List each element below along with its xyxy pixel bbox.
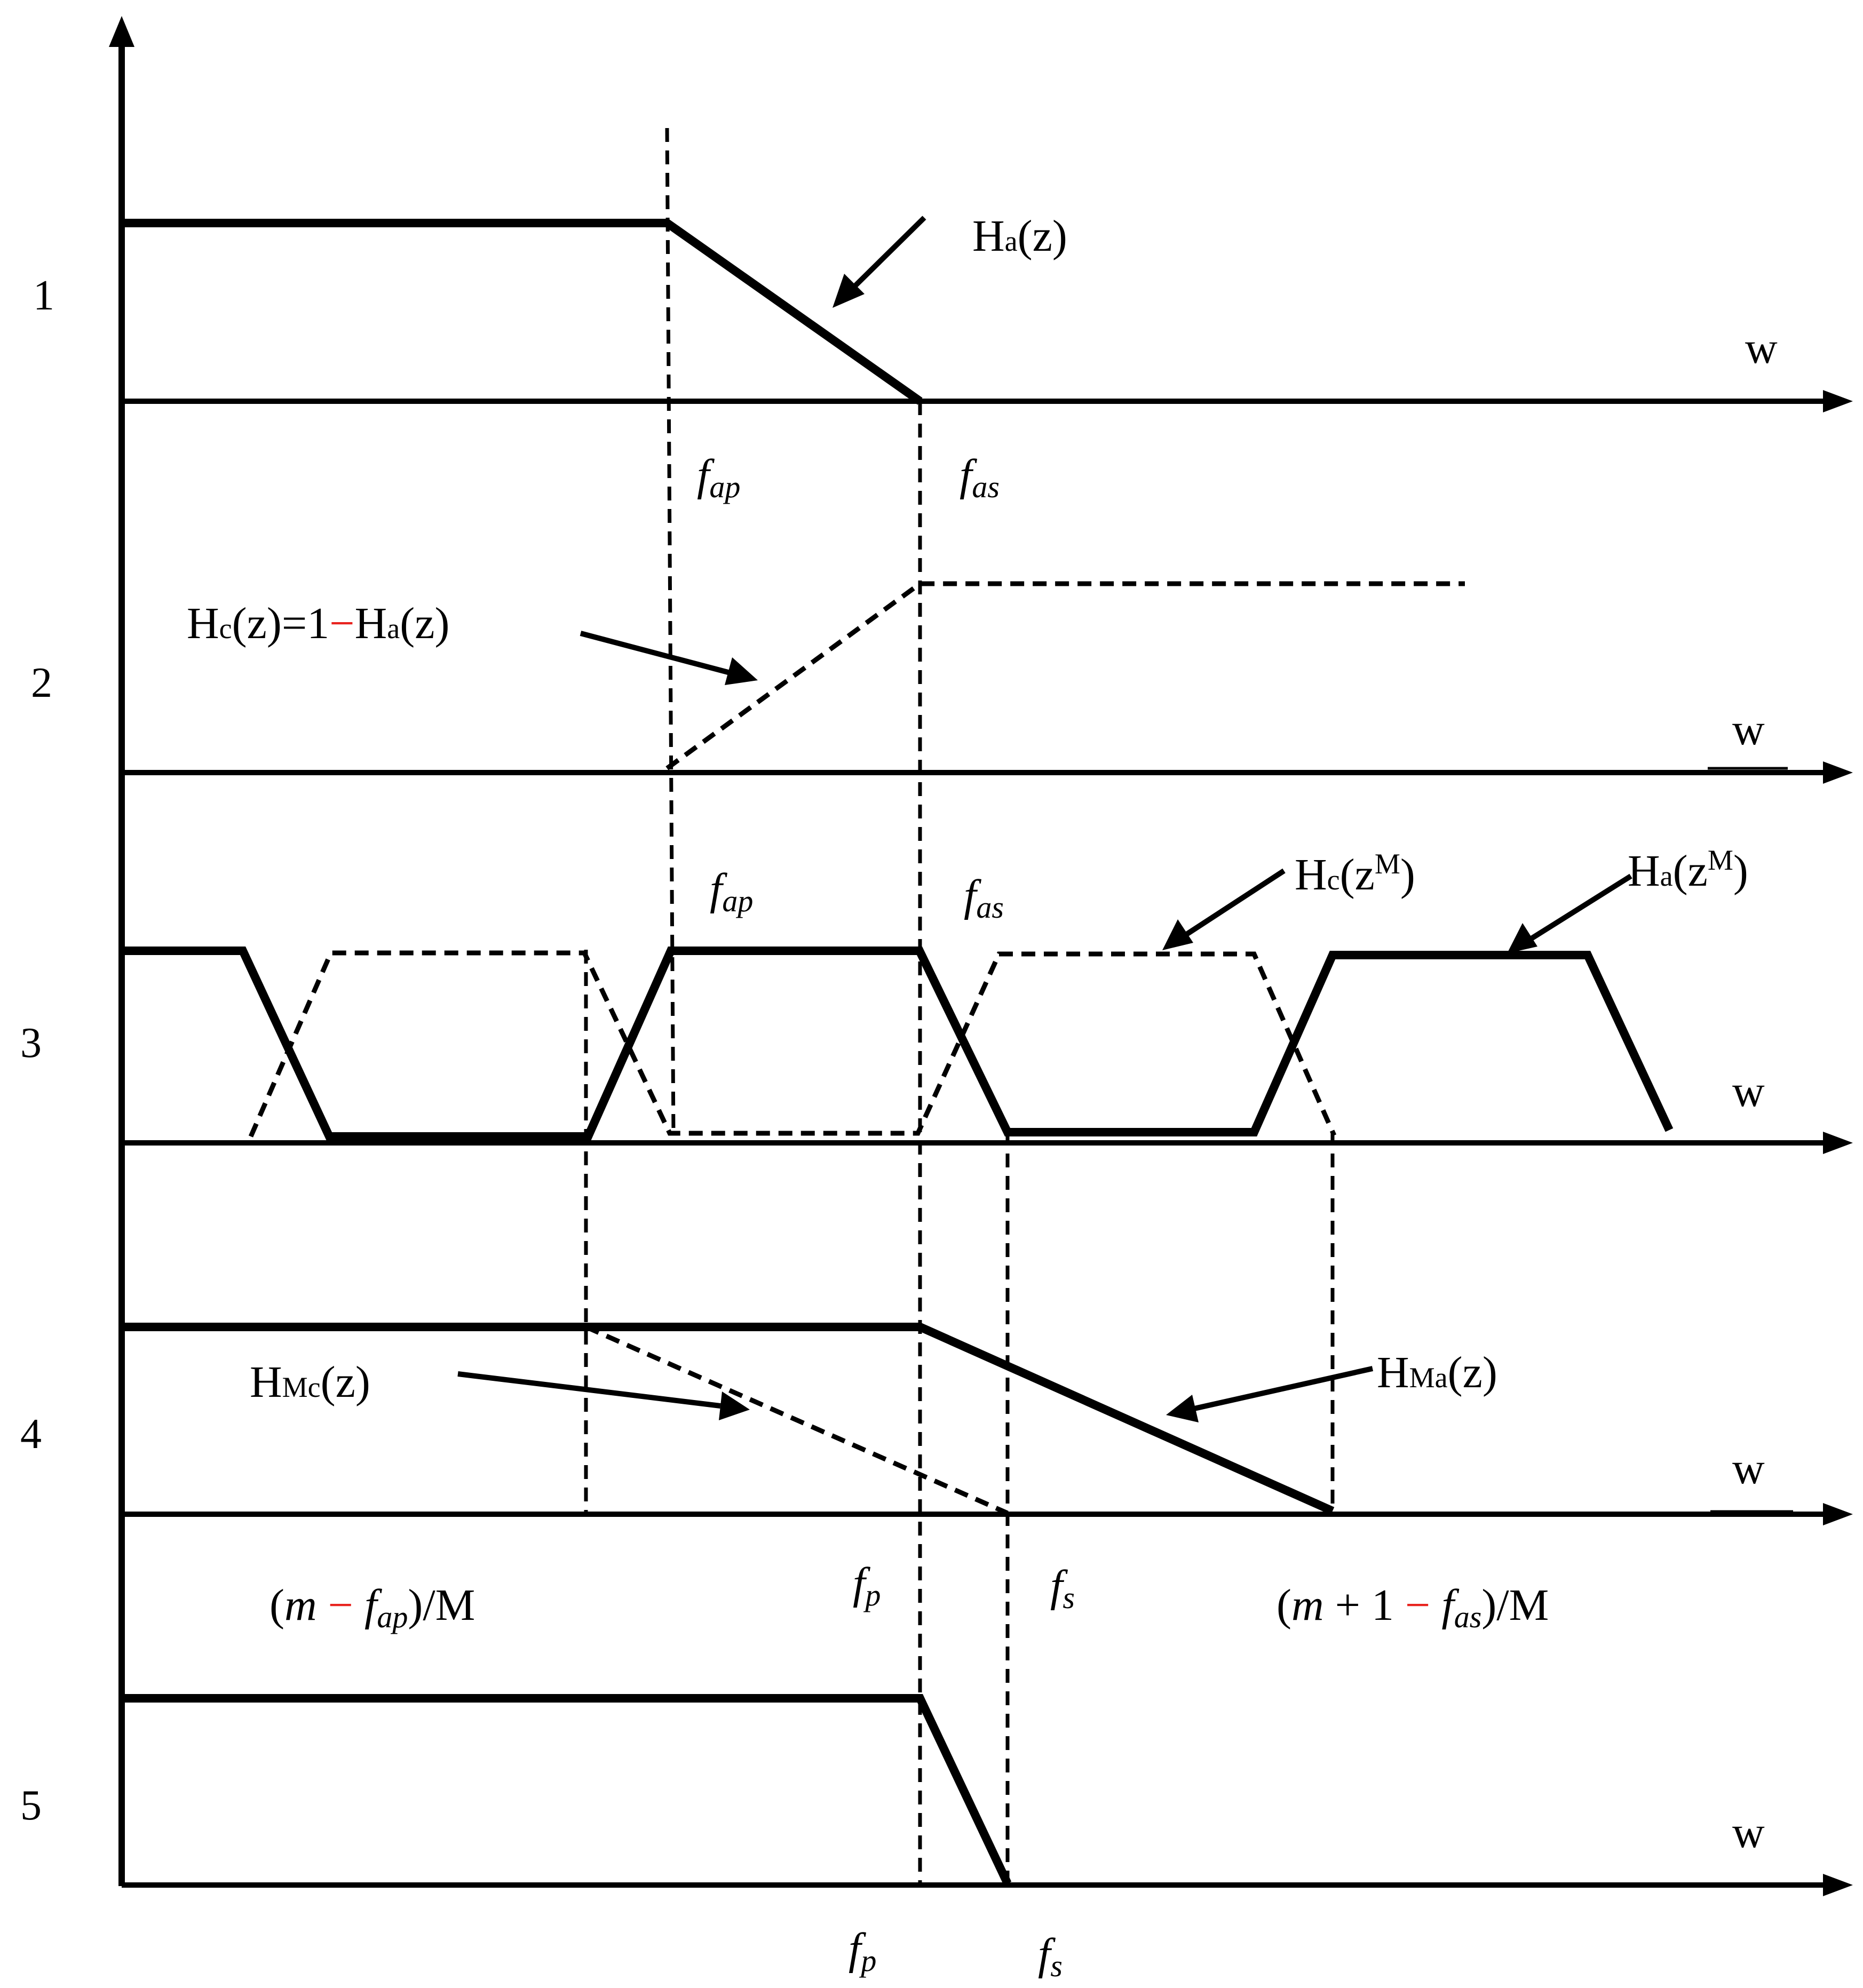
row-number-5: 5: [20, 1782, 42, 1829]
curve-ha-zm: [122, 947, 1674, 1141]
curve-hc-zm: [248, 950, 1337, 1138]
pointer-arrows: [457, 216, 1632, 1422]
arrow-hma-z-icon: [1166, 1366, 1374, 1422]
label-f-p-row-5: fp: [849, 1924, 876, 1978]
guide-fap: [665, 128, 676, 1137]
curve-hmc-z: [585, 1324, 1009, 1516]
label-hc-zm: Hc(zM): [1295, 848, 1415, 900]
x-axes: [122, 399, 1825, 1888]
curve-hc-z: [665, 581, 1465, 770]
curve-final-filter: [122, 1694, 1012, 1886]
row-number-1: 1: [33, 272, 54, 319]
label-f-ap-row-2: fap: [710, 864, 753, 918]
arrow-ha-z-icon: [833, 216, 926, 308]
label-left-formula: (m − fap)/M: [269, 1580, 475, 1634]
x-axis-arrow-icons: [1823, 390, 1853, 1896]
w-underlines: [1708, 767, 1793, 1513]
axis-label-row-1: w: [1745, 323, 1778, 373]
y-axis: [109, 16, 134, 1886]
guide-lines: [584, 128, 1335, 1885]
label-right-formula: (m + 1 − fas)/M: [1277, 1580, 1549, 1634]
label-hmc-z: HMc(z): [250, 1357, 370, 1407]
axis-labels: w w w w w: [1732, 323, 1778, 1857]
label-f-as-row-2: fas: [964, 871, 1004, 925]
row-number-3: 3: [20, 1020, 42, 1067]
y-axis-arrow-icon: [109, 16, 134, 47]
arrow-hmc-z-icon: [457, 1371, 750, 1420]
axis-label-row-2: w: [1732, 705, 1765, 754]
row-numbers: 1 2 3 4 5: [20, 272, 54, 1829]
curve-hma-z: [122, 1323, 1335, 1515]
axis-label-row-4: w: [1732, 1444, 1765, 1493]
label-f-ap-row-1: fap: [697, 450, 740, 504]
label-ha-z: Ha(z): [972, 211, 1067, 261]
row-number-2: 2: [31, 659, 52, 706]
axis-label-row-5: w: [1732, 1808, 1765, 1857]
arrow-hc-z-icon: [580, 631, 758, 685]
arrow-hc-zm-icon: [1162, 868, 1286, 950]
label-f-s-row-5: fs: [1038, 1929, 1063, 1983]
label-hc-z: Hc(z)=1−Ha(z): [187, 599, 450, 648]
label-ha-zm: Ha(zM): [1628, 844, 1748, 896]
row-number-4: 4: [20, 1411, 42, 1458]
label-f-as-row-1: fas: [960, 450, 1000, 504]
label-hma-z: HMa(z): [1377, 1348, 1497, 1397]
label-f-s-row-4: fs: [1050, 1561, 1075, 1615]
axis-label-row-3: w: [1732, 1067, 1765, 1116]
arrow-ha-zm-icon: [1507, 873, 1632, 953]
curve-ha-z: [119, 219, 923, 405]
label-f-p-row-4: fp: [853, 1558, 881, 1612]
